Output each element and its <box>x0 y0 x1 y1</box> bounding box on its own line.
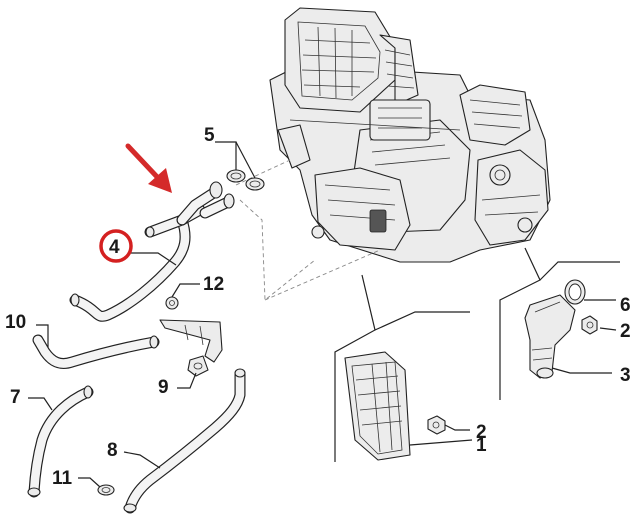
part-2-nut-lower[interactable] <box>427 415 446 435</box>
part-5-hose-clamps[interactable] <box>226 169 265 191</box>
callout-9: 9 <box>158 377 169 398</box>
part-12-nut[interactable] <box>165 296 179 310</box>
callout-12: 12 <box>203 274 224 295</box>
callout-5: 5 <box>204 125 215 146</box>
part-8-hose[interactable] <box>123 368 246 514</box>
callout-1: 1 <box>476 435 487 456</box>
callout-11: 11 <box>52 468 73 489</box>
dashed-projection-lines <box>235 159 381 301</box>
callout-2-upper: 2 <box>620 321 631 342</box>
group-bracket-lines <box>334 247 620 462</box>
callout-leader-lines <box>28 141 617 488</box>
heater-housing-assembly <box>269 7 551 263</box>
hose-bracket <box>159 319 223 363</box>
part-2-nut-upper[interactable] <box>581 315 598 335</box>
callout-labels: 5 4 12 10 9 7 8 11 2 1 6 2 3 <box>5 125 631 489</box>
part-3-elbow-pipe[interactable] <box>524 294 576 379</box>
callout-2-lower: 2 <box>476 422 487 443</box>
part-9-clip[interactable] <box>187 355 209 377</box>
part-11-clip[interactable] <box>97 484 115 496</box>
callout-8: 8 <box>107 440 118 461</box>
part-4-heater-hose[interactable] <box>69 181 235 322</box>
callout-7: 7 <box>10 387 21 408</box>
part-6-o-ring[interactable] <box>564 279 586 305</box>
red-pointer-arrow <box>125 143 172 193</box>
part-7-hose[interactable] <box>27 385 94 498</box>
callout-3: 3 <box>620 365 631 386</box>
part-1-radiator-core[interactable] <box>344 351 411 461</box>
callout-4: 4 <box>109 237 120 258</box>
callout-4-highlight-ring <box>99 229 133 263</box>
callout-10: 10 <box>5 312 26 333</box>
callout-6: 6 <box>620 295 631 316</box>
part-10-hose[interactable] <box>32 334 160 370</box>
